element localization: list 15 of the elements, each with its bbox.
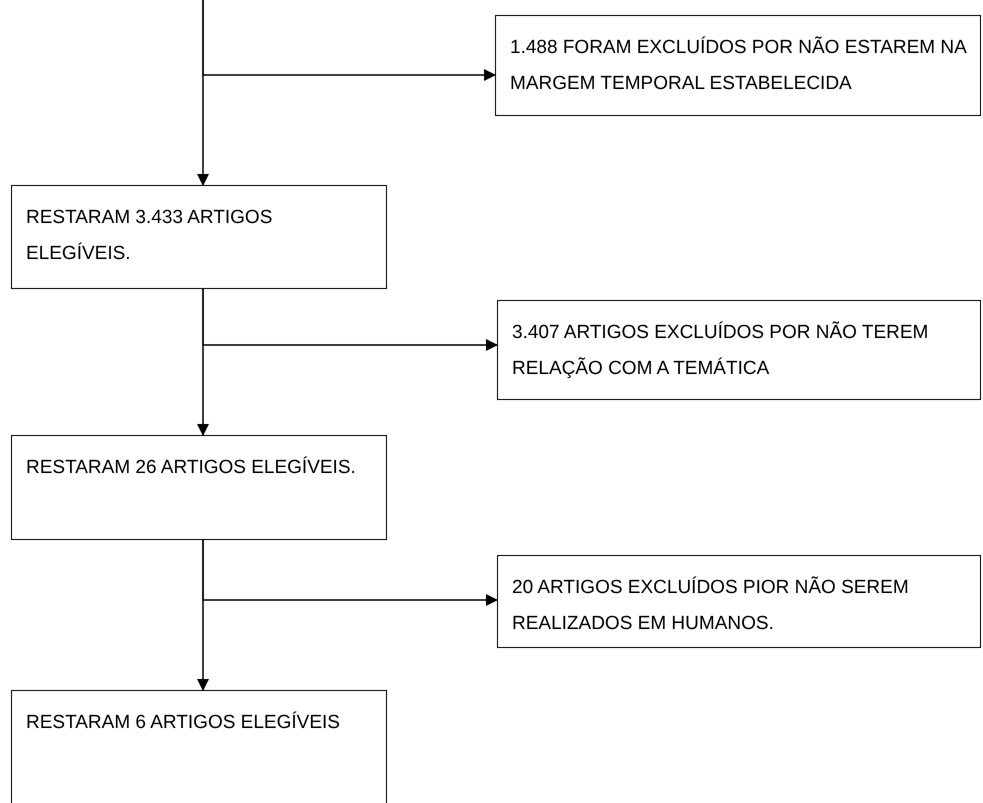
arrow xyxy=(202,540,498,606)
exclusion-box xyxy=(497,300,981,400)
result-box xyxy=(11,435,387,540)
exclusion-box xyxy=(497,555,981,648)
arrow xyxy=(202,289,498,351)
box-text: 3.407 ARTIGOS EXCLUÍDOS POR NÃO TEREM RELAÇÃO COM A TEMÁTICA xyxy=(512,320,930,381)
box-text: 20 ARTIGOS EXCLUÍDOS PIOR NÃO SEREM REALIZADOS EM HUMANOS. xyxy=(512,575,910,636)
box-text: RESTARAM 3.433 ARTIGOS ELEGÍVEIS. xyxy=(26,206,274,266)
result-box xyxy=(11,185,387,289)
result-box xyxy=(11,690,387,803)
box-text: RESTARAM 26 ARTIGOS ELEGÍVEIS. xyxy=(26,456,357,480)
box-text: 1.488 FORAM EXCLUÍDOS POR NÃO ESTAREM NA MARGEM TEMPORAL ESTABELECIDA xyxy=(510,35,968,96)
box-text: RESTARAM 6 ARTIGOS ELEGÍVEIS xyxy=(26,710,341,735)
arrow xyxy=(202,0,496,81)
exclusion-box xyxy=(495,15,981,116)
